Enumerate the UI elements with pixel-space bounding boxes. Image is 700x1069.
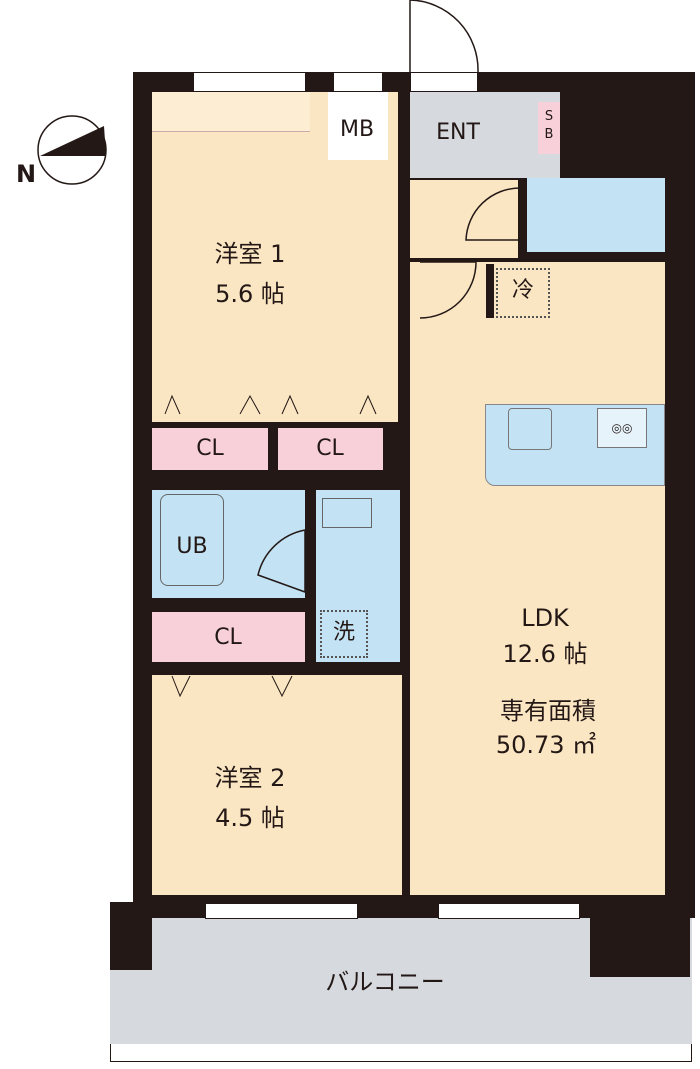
window-room1 xyxy=(193,72,306,92)
window-ldk xyxy=(438,903,580,919)
room1-size: 5.6 帖 xyxy=(215,280,285,308)
wall-block-right xyxy=(590,885,690,977)
hall-door-icon xyxy=(419,261,477,319)
window-mb xyxy=(333,72,383,92)
mb-box xyxy=(328,92,388,160)
window-room2 xyxy=(205,903,358,919)
mb-label: MB xyxy=(339,117,375,142)
sink-icon xyxy=(508,408,552,450)
closet3-door-icons xyxy=(171,675,293,698)
entrance-door-opening xyxy=(410,72,478,92)
room2-size: 4.5 帖 xyxy=(215,804,285,832)
closet-3 xyxy=(152,612,305,662)
washroom xyxy=(316,490,400,662)
ldk-room xyxy=(410,262,665,895)
area-value: 50.73 ㎡ xyxy=(495,731,597,759)
closet-door-icons xyxy=(164,394,377,415)
entrance-door-icon xyxy=(409,0,479,73)
closet-1 xyxy=(152,428,268,470)
toilet xyxy=(527,178,665,252)
ent-label: ENT xyxy=(436,120,480,145)
hallway xyxy=(410,180,518,258)
fridge-space xyxy=(496,268,550,318)
room1-shelf xyxy=(152,92,310,132)
washbasin-icon xyxy=(322,498,372,528)
fridge-label: 冷 xyxy=(511,278,535,303)
ldk-name: LDK xyxy=(521,604,569,632)
bathtub-icon xyxy=(160,494,224,586)
washer-label: 洗 xyxy=(332,620,356,645)
closet-3-label: CL xyxy=(214,625,242,650)
unit-bath xyxy=(152,490,305,598)
closet-2 xyxy=(278,428,383,470)
washer-space xyxy=(320,610,368,658)
toilet-door-icon xyxy=(465,187,521,241)
entrance xyxy=(410,92,560,178)
ldk-size: 12.6 帖 xyxy=(502,640,588,668)
closet-2-label: CL xyxy=(316,436,344,461)
sb-label: SB xyxy=(544,109,554,142)
area-label: 専有面積 xyxy=(500,697,596,725)
western-room-2 xyxy=(152,675,402,895)
fridge-wall xyxy=(486,264,494,318)
stove-icon: ◎◎ xyxy=(597,408,647,448)
wall-block-left xyxy=(110,902,152,970)
ldk-lower xyxy=(410,860,590,895)
compass-label: N xyxy=(15,160,37,188)
bath-door-icon xyxy=(257,529,306,594)
balcony-railing xyxy=(110,1044,692,1062)
ub-label: UB xyxy=(176,534,208,559)
shoe-box xyxy=(538,102,560,154)
room1-extension xyxy=(310,175,398,225)
room2-name: 洋室 2 xyxy=(214,764,286,792)
closet-1-label: CL xyxy=(196,436,224,461)
balcony-label: バルコニー xyxy=(325,968,445,996)
room1-name: 洋室 1 xyxy=(214,240,286,268)
